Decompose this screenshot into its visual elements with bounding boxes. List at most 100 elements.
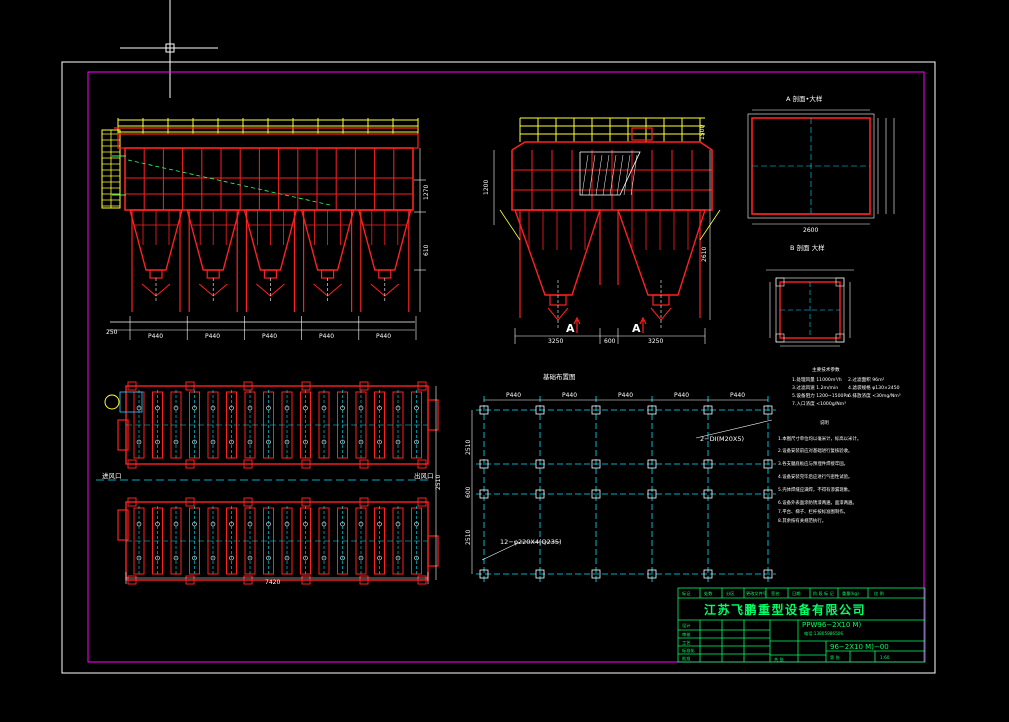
nozzle [192, 439, 197, 445]
nozzle [377, 405, 382, 411]
nozzle [414, 439, 419, 445]
spec-line: 2.过滤面积 96m² [848, 376, 885, 383]
plan-view [96, 381, 439, 585]
technical-specs: 主要技术参数 1.处理风量 11000m³/h 2.过滤面积 96m² 3.过滤… [792, 366, 901, 407]
nozzle [266, 439, 271, 445]
hatch-line [623, 154, 631, 196]
dim-label: 1500 [699, 125, 706, 140]
hatch-line [588, 154, 596, 196]
nozzle [155, 555, 160, 561]
nozzle [247, 439, 253, 445]
detail-b-flange [775, 277, 845, 343]
hatch-line [609, 154, 617, 196]
notes-title: 说明 [820, 419, 829, 426]
nozzle [247, 521, 253, 527]
nozzle [340, 405, 345, 411]
tb-right-header: 比 例 [874, 590, 884, 597]
nozzle [414, 405, 419, 411]
support-plate [243, 497, 253, 507]
tb-header-cell: 分区 [726, 590, 734, 597]
nozzle [210, 439, 216, 445]
spec-line: 1.处理风量 11000m³/h [792, 376, 842, 383]
dim-label: 3250 [648, 338, 663, 345]
note-line: 3.各支腿底板应与预埋件焊接牢固。 [778, 460, 848, 467]
nozzle [247, 405, 253, 411]
dim-label: 1270 [423, 185, 430, 200]
inlet-label: 进风口 [102, 472, 122, 480]
note-line: 8.其余按有关规范执行。 [778, 517, 826, 524]
side-hopper-left [514, 209, 601, 296]
anchor-pad [535, 489, 545, 499]
nozzle [377, 521, 382, 527]
inlet-header [117, 419, 129, 451]
anchor-pad [703, 489, 713, 499]
nozzle [229, 521, 234, 527]
inlet-duct-line [127, 159, 331, 206]
drawing-notes: 说明 1.本图尺寸单位均以毫米计，标高以米计。 2.设备安装前应对基础进行复核验… [778, 419, 861, 524]
anchor-pad [703, 569, 713, 579]
dim-label: 2610 [701, 247, 708, 262]
support-plate [243, 381, 253, 391]
nozzle [340, 555, 345, 561]
bolt-hole [775, 277, 785, 287]
dim-label: 600 [465, 486, 472, 498]
foundation-layout-title: 基础布置图 [543, 372, 576, 381]
dim-label: 2510 [465, 530, 472, 545]
support-plate [359, 381, 369, 391]
nozzle [414, 521, 419, 527]
ladder-plan [119, 391, 143, 413]
anchor-pad [535, 459, 545, 469]
nozzle [377, 439, 382, 445]
tb-scale: 1:60 [880, 655, 890, 660]
dim-label: P440 [618, 392, 633, 399]
nozzle [284, 405, 290, 411]
nozzle [266, 521, 271, 527]
anchor-pad [591, 489, 601, 499]
support-plate [301, 497, 311, 507]
anchor-pad [591, 569, 601, 579]
spec-line: 5.设备阻力 1200~1500Pa [792, 392, 849, 399]
tb-row-label: 标准化 [682, 647, 695, 654]
anchor-pad [763, 569, 773, 579]
detail-a-title: A 剖面•大样 [786, 94, 823, 103]
section-marker-a-left: A [566, 322, 575, 335]
nozzle [395, 405, 401, 411]
anchor-pad [479, 459, 489, 469]
hatch-line [630, 154, 638, 196]
tb-header-cell: 处数 [704, 590, 713, 597]
nozzle [192, 405, 197, 411]
anchor-pad [591, 405, 601, 415]
nozzle [395, 555, 401, 561]
tb-header-cell: 标记 [682, 590, 691, 597]
nozzle [210, 521, 216, 527]
nozzle [395, 521, 401, 527]
dim-label: 1200 [483, 180, 490, 195]
nozzle [173, 439, 179, 445]
support-plate [417, 575, 427, 585]
tb-sheet-no: 第 张 [830, 654, 841, 661]
nozzle [155, 405, 160, 411]
top-hatch [631, 127, 653, 141]
support-plate [359, 497, 369, 507]
note-line: 4.设备安装完毕后应进行气密性试验。 [778, 473, 852, 480]
ladder-platform-icon [104, 394, 120, 410]
nozzle [229, 555, 234, 561]
note-line: 1.本图尺寸单位均以毫米计，标高以米计。 [778, 435, 861, 442]
nozzle [173, 555, 179, 561]
note-line: 2.设备安装前应对基础进行复核验收。 [778, 447, 852, 454]
nozzle [303, 405, 308, 411]
detail-a-view [747, 109, 895, 225]
crosshair-cursor-icon [120, 0, 218, 98]
bolt-hole [775, 333, 785, 343]
hatch-line [581, 154, 589, 196]
hatch-line [595, 154, 603, 196]
nozzle [303, 439, 308, 445]
nozzle [192, 521, 197, 527]
nozzle [377, 555, 382, 561]
nozzle [395, 439, 401, 445]
tb-row-label: 审核 [682, 631, 691, 638]
nozzle [173, 521, 179, 527]
specs-title: 主要技术参数 [812, 366, 840, 373]
support-plate [185, 497, 195, 507]
